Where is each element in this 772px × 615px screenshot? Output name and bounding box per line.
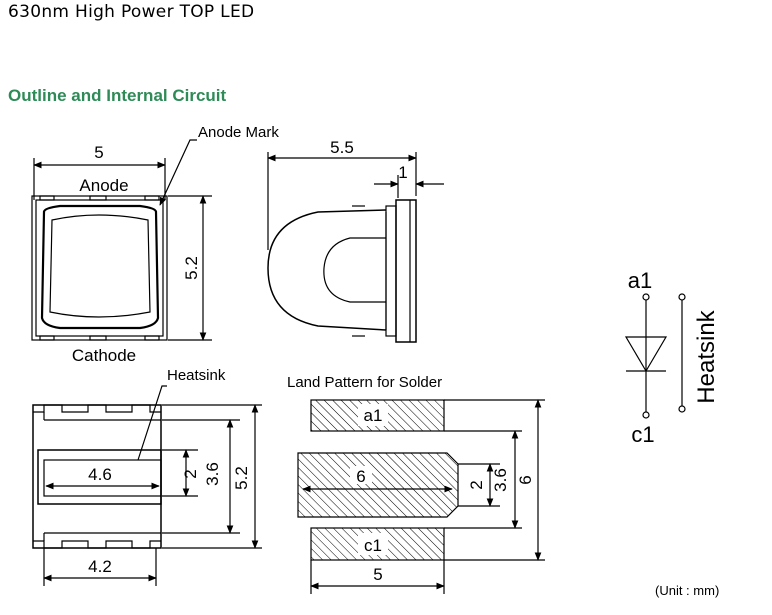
anode-label: Anode	[79, 176, 128, 195]
bottom-width-dim: 4.2	[88, 557, 112, 576]
land-a1-label: a1	[364, 406, 383, 425]
circuit-c1-label: c1	[631, 422, 654, 447]
heatsink-label: Heatsink	[167, 367, 226, 384]
pad-width-dim: 4.6	[88, 465, 112, 484]
unit-note: (Unit : mm)	[655, 583, 720, 598]
cathode-label: Cathode	[72, 346, 136, 365]
circuit-heatsink-label: Heatsink	[693, 309, 720, 403]
section-title: Outline and Internal Circuit	[8, 86, 227, 105]
land-center-width-dim: 6	[356, 467, 365, 486]
flange-dim: 1	[398, 163, 407, 182]
page-title: 630nm High Power TOP LED	[8, 2, 255, 22]
pad-height-dim: 2	[181, 469, 200, 478]
land-pad-dim: 2	[467, 480, 486, 489]
led-package-body	[31, 195, 168, 341]
bottom-mid-dim: 3.6	[203, 462, 222, 486]
land-pad-heatsink	[297, 452, 459, 518]
top-view	[31, 139, 212, 341]
land-mid-dim: 3.6	[491, 468, 510, 492]
land-pattern	[297, 399, 545, 594]
bottom-total-dim: 5.2	[232, 466, 251, 490]
top-height-dim: 5.2	[182, 256, 201, 280]
side-depth-dim: 5.5	[330, 138, 354, 157]
anode-mark-label: Anode Mark	[198, 124, 279, 141]
land-total-dim: 6	[516, 475, 535, 484]
lens-outline	[40, 204, 160, 330]
diode-symbol	[624, 336, 668, 373]
circuit-a1-label: a1	[628, 268, 652, 293]
land-c1-label: c1	[364, 536, 382, 555]
internal-circuit	[624, 293, 686, 419]
land-width-dim: 5	[373, 565, 382, 584]
side-view	[267, 152, 444, 343]
land-pattern-title: Land Pattern for Solder	[287, 374, 442, 391]
top-width-dim: 5	[94, 143, 103, 162]
bottom-view	[32, 385, 262, 586]
